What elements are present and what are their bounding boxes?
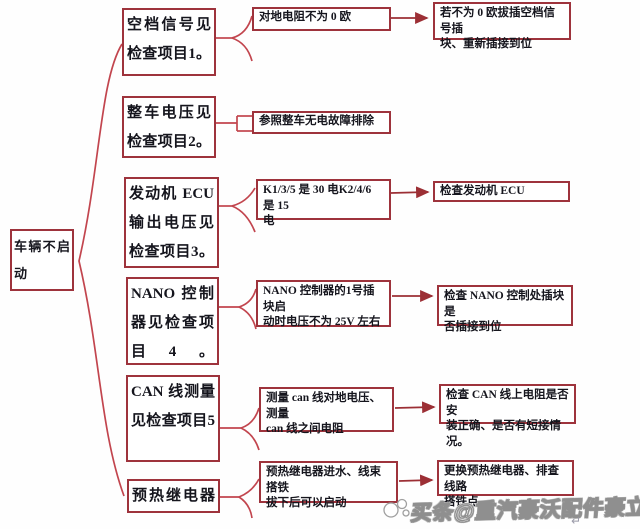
check-box-2: 整车电压见检查项目2。 — [122, 96, 216, 158]
check-box-3: 发动机 ECU 输出电压见检查项目3。 — [124, 177, 219, 268]
brace-row-6 — [220, 478, 260, 519]
action-box-4: 检查 NANO 控制处插块是 否插接到位 — [437, 285, 573, 333]
action-box-3: 检查发动机 ECU — [433, 181, 570, 202]
arrow-row-6 — [398, 474, 434, 487]
check-box-6: 预热继电器 — [127, 479, 220, 513]
arrow-row-5 — [394, 401, 436, 414]
return-mark: ↵ — [571, 514, 582, 528]
finding-box-3: K1/3/5 是 30 电K2/4/6 是 15 电 — [256, 179, 391, 227]
finding-box-4: NANO 控制器的1号插块启 动时电压不为 25V 左右 — [256, 280, 391, 328]
check-box-4: NANO 控制器见检查项目4。 — [126, 277, 219, 365]
root-box: 车辆不启动 — [10, 229, 74, 291]
bracket-row-2 — [216, 115, 252, 132]
brace-row-1 — [216, 15, 253, 62]
check-box-5: CAN 线测量见检查项目5 — [126, 375, 220, 462]
action-box-1: 若不为 0 欧拔插空档信号插 块、重新插接到位 — [433, 2, 571, 50]
finding-box-2: 参照整车无电故障排除 — [252, 111, 391, 134]
arrow-row-3 — [390, 186, 430, 199]
finding-box-5: 测量 can 线对地电压、测量 can 线之间电阻 — [259, 387, 394, 435]
watermark-logo-icon — [383, 498, 410, 518]
finding-box-1: 对地电阻不为 0 欧 — [252, 7, 391, 31]
finding-box-6: 预热继电器进水、线束搭铁 拔下后可以启动 — [259, 461, 398, 509]
watermark-text: 买条@重汽豪沃配件豪立信 — [409, 495, 640, 526]
action-box-5: 检查 CAN 线上电阻是否安 装正确、是否有短接情况。 — [439, 384, 576, 448]
action-box-6: 更换预热继电器、排查线路 搭铁点。 — [437, 460, 574, 508]
check-box-1: 空档信号见检查项目1。 — [122, 8, 216, 76]
brace-row-4 — [219, 288, 257, 330]
brace-row-5 — [220, 407, 260, 451]
brace-root — [78, 43, 125, 497]
brace-row-3 — [219, 187, 256, 233]
